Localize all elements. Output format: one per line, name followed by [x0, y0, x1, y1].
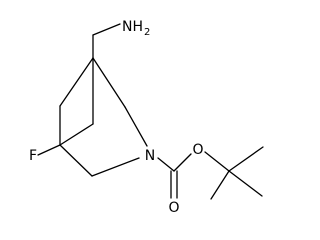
amine-subscript: 2	[144, 27, 150, 38]
carbonyl-oxygen-label: O	[168, 200, 179, 216]
ether-oxygen-label: O	[192, 142, 203, 158]
bond-tbu-methyl-bottom	[210, 170, 230, 200]
amine-label: NH	[122, 19, 143, 35]
bond-ether-o-quaternary-c	[204, 151, 230, 172]
bicyclic-skeleton	[59, 57, 148, 177]
bond-tbu-methyl-top	[228, 146, 264, 172]
bond-carbonyl-ether-o	[173, 153, 192, 172]
bond-ch2-n	[92, 23, 121, 36]
atom-labels: NH 2 F N O O	[29, 19, 204, 216]
bond-c5-f	[37, 144, 61, 156]
boc-group	[157, 146, 264, 200]
bond-c7-c5	[59, 123, 94, 146]
bond-tbu-methyl-right	[228, 170, 263, 197]
fluorine-label: F	[29, 148, 37, 164]
bond-n3-c4	[91, 157, 140, 177]
bond-n3-carbonyl	[157, 157, 175, 172]
chemical-structure: NH 2 F N O O	[29, 19, 264, 216]
bond-c2-n3	[124, 106, 148, 147]
aminomethyl-group	[92, 23, 121, 59]
ring-nitrogen-label: N	[145, 148, 155, 164]
bond-c4-c5	[59, 144, 93, 177]
bond-c6-c1	[59, 57, 94, 107]
bond-c1-c2	[92, 57, 126, 108]
